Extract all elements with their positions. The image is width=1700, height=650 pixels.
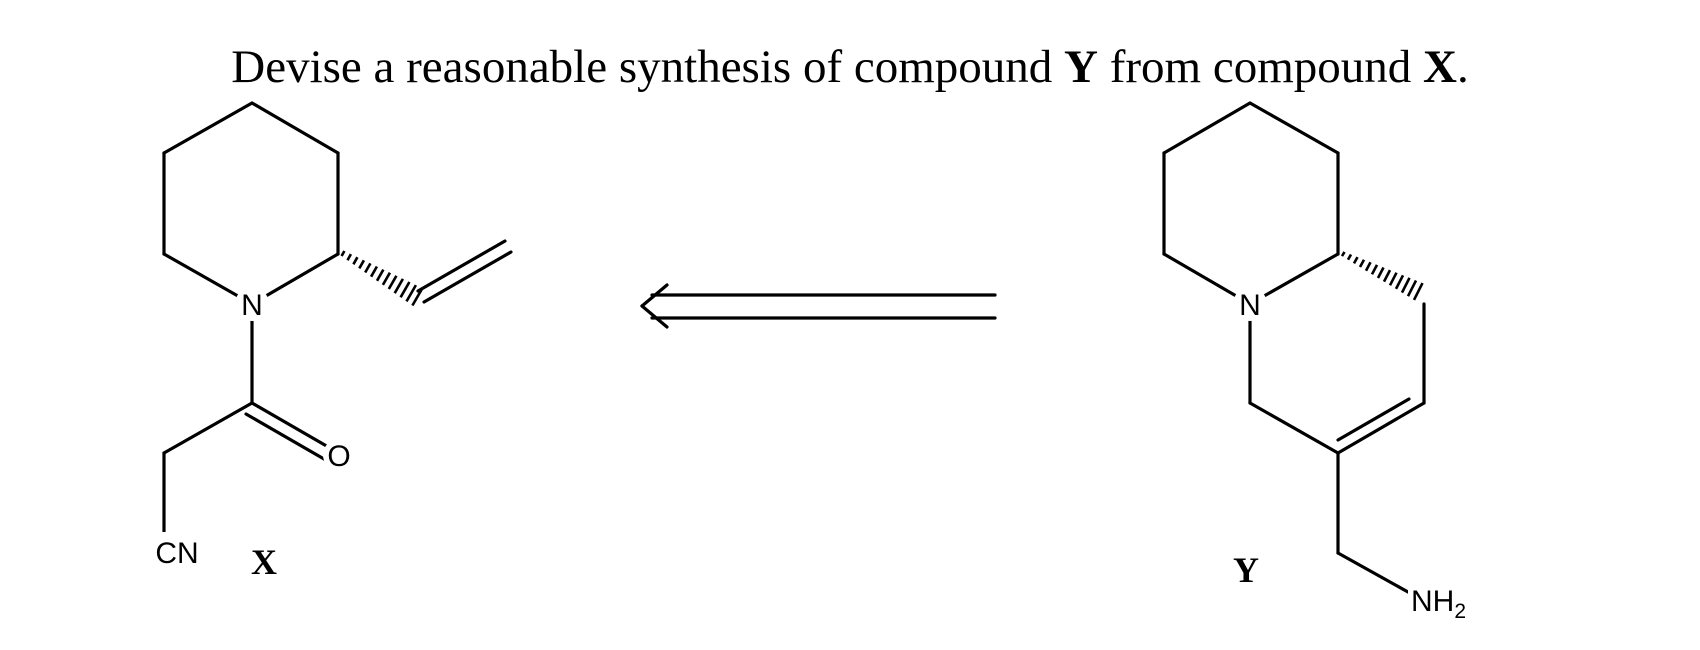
compound-y-structure: N NH2 Y <box>1162 101 1470 623</box>
compound-y-unsaturated-ring <box>1248 302 1426 455</box>
compound-y-aminomethyl-chain <box>1336 451 1410 594</box>
compound-x-label: X <box>251 542 277 582</box>
compound-y-piperidine-ring <box>1162 101 1340 306</box>
compound-x-cyanoacetyl-chain <box>162 302 332 534</box>
compound-x-nitrogen-atom: N <box>241 289 263 322</box>
compound-x-structure: N O CN X <box>146 101 513 582</box>
compound-x-oxygen-atom: O <box>327 440 350 473</box>
compound-y-label: Y <box>1233 550 1259 590</box>
compound-y-nitrogen-atom: N <box>1239 289 1261 322</box>
compound-y-hashed-wedge <box>1340 251 1424 301</box>
compound-x-nitrile-group: CN <box>155 537 198 570</box>
compound-x-hashed-wedge <box>340 250 424 307</box>
compound-x-vinyl-double-bond <box>416 239 513 304</box>
compound-x-piperidine-ring <box>162 101 340 306</box>
retrosynthetic-arrow <box>640 283 997 329</box>
question-text: Devise a reasonable synthesis of compoun… <box>231 41 1468 93</box>
compound-y-amine-group: NH2 <box>1411 585 1466 623</box>
